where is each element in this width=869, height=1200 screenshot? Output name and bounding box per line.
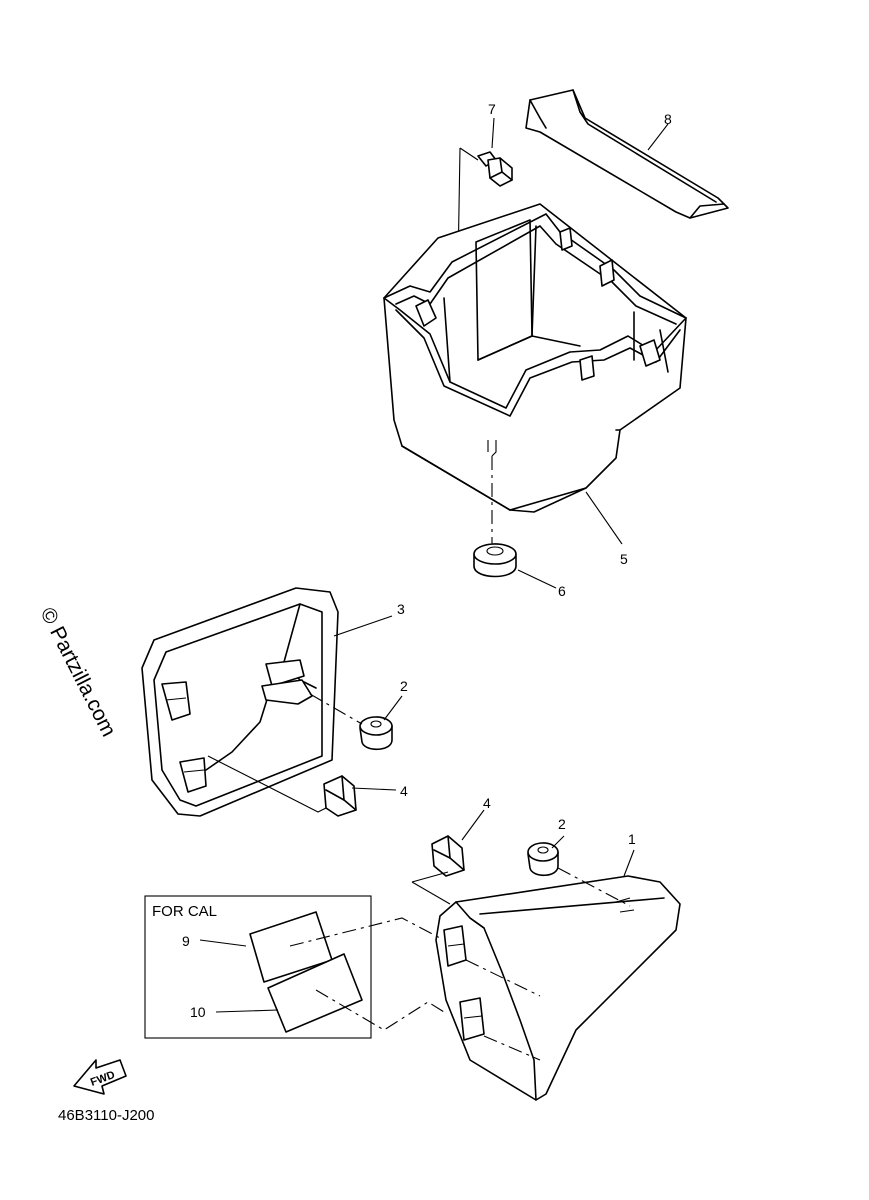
- diagram-code: 46B3110-J200: [58, 1107, 154, 1124]
- part-4-clip-lower: [431, 835, 465, 877]
- callout-7: 7: [488, 101, 496, 117]
- callout-8: 8: [664, 111, 672, 127]
- for-cal-box: FOR CAL: [144, 895, 372, 1039]
- part-4-clip-upper: [323, 775, 357, 817]
- callout-9: 9: [182, 933, 190, 949]
- part-1-right-side-cover: [435, 875, 681, 1101]
- callout-2-upper: 2: [400, 678, 408, 694]
- callout-4-lower: 4: [483, 795, 491, 811]
- part-7-bolt: [477, 151, 513, 187]
- part-8-battery-band: [525, 89, 729, 219]
- callout-2-lower: 2: [558, 816, 566, 832]
- callout-5: 5: [620, 551, 628, 567]
- callout-3: 3: [397, 601, 405, 617]
- leader-lines: [333, 117, 669, 877]
- part-2-grommet-upper: [359, 716, 393, 751]
- callout-1: 1: [628, 831, 636, 847]
- callout-6: 6: [558, 583, 566, 599]
- part-3-left-side-cover: [141, 587, 339, 817]
- part-2-grommet-lower: [527, 842, 559, 877]
- fwd-arrow-icon: FWD: [73, 1059, 127, 1095]
- part-6-grommet: [473, 543, 517, 578]
- watermark-text: © Partzilla.com: [36, 604, 121, 741]
- for-cal-label: FOR CAL: [152, 903, 217, 920]
- callout-4-upper: 4: [400, 783, 408, 799]
- callout-10: 10: [190, 1004, 206, 1020]
- part-5-battery-box: [383, 203, 687, 513]
